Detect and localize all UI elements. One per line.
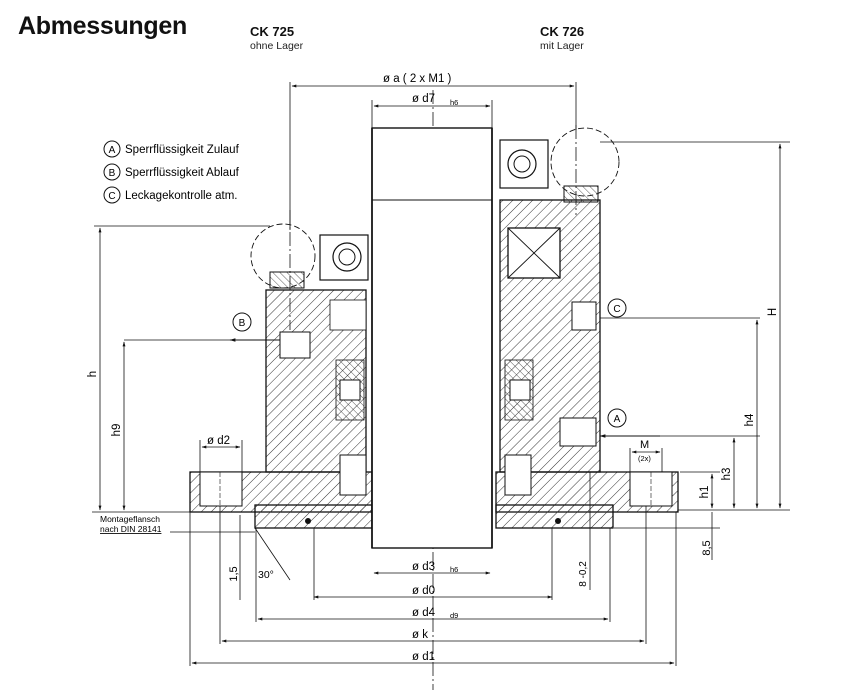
dim-H-label: H bbox=[767, 308, 779, 316]
dim-d3-sub: h6 bbox=[450, 565, 458, 574]
port-a-key: A bbox=[614, 414, 621, 425]
housing-right bbox=[499, 127, 620, 496]
port-c-key: C bbox=[613, 304, 620, 315]
dim-d2-label: ø d2 bbox=[207, 435, 230, 447]
dim-h9-label: h9 bbox=[111, 424, 123, 437]
dim-d7-sub: h6 bbox=[450, 98, 458, 107]
dim-d3-label: ø d3 bbox=[412, 561, 435, 573]
dim-h1-label: h1 bbox=[699, 486, 711, 499]
dim-h3-label: h3 bbox=[721, 468, 733, 481]
shaft bbox=[371, 127, 493, 549]
dim-h4-label: h4 bbox=[744, 413, 756, 426]
mount-note-line2: nach DIN 28141 bbox=[100, 524, 162, 534]
port-b: B bbox=[124, 312, 280, 342]
legend: A Sperrflüssigkeit Zulauf B Sperrflüssig… bbox=[103, 140, 240, 204]
dim-top bbox=[289, 82, 577, 230]
legend-text-a: Sperrflüssigkeit Zulauf bbox=[125, 144, 240, 156]
dim-angle-label: 30° bbox=[258, 569, 274, 581]
legend-text-c: Leckagekontrolle atm. bbox=[125, 190, 238, 202]
legend-key-a: A bbox=[109, 145, 116, 156]
mount-note-line1: Montageflansch bbox=[100, 514, 160, 524]
variant-sub-ck725: ohne Lager bbox=[250, 40, 304, 52]
dim-bottom bbox=[189, 506, 677, 666]
port-b-key: B bbox=[239, 318, 246, 329]
dim-8-label: 8 -0,2 bbox=[578, 561, 589, 587]
dim-m-label: M bbox=[640, 439, 649, 451]
dim-right bbox=[589, 141, 790, 590]
dim-k-label: ø k bbox=[412, 629, 428, 641]
dim-d7-label: ø d7 bbox=[412, 93, 435, 105]
variant-code-ck725: CK 725 bbox=[250, 24, 295, 39]
port-a: A bbox=[599, 408, 760, 438]
dim-left bbox=[92, 225, 291, 600]
page-title: Abmessungen bbox=[18, 12, 187, 40]
legend-key-c: C bbox=[108, 191, 115, 202]
housing-left bbox=[250, 223, 369, 496]
dim-d0-label: ø d0 bbox=[412, 585, 435, 597]
legend-key-b: B bbox=[109, 168, 116, 179]
dim-8-5-label: 8,5 bbox=[701, 540, 713, 555]
dim-a-label: ø a ( 2 x M1 ) bbox=[383, 73, 452, 85]
variant-code-ck726: CK 726 bbox=[540, 24, 585, 39]
dim-d2 bbox=[199, 440, 243, 472]
variant-sub-ck726: mit Lager bbox=[540, 40, 584, 52]
dim-h-label: h bbox=[87, 371, 99, 377]
dim-d4-label: ø d4 bbox=[412, 607, 436, 619]
legend-text-b: Sperrflüssigkeit Ablauf bbox=[125, 167, 240, 179]
dim-d4-sub: d9 bbox=[450, 611, 458, 620]
dim-m bbox=[629, 448, 663, 472]
port-c: C bbox=[600, 298, 760, 319]
dim-d1-label: ø d1 bbox=[412, 651, 435, 663]
dim-1-5-label: 1,5 bbox=[228, 566, 240, 581]
dim-m-sub: (2x) bbox=[638, 454, 651, 463]
